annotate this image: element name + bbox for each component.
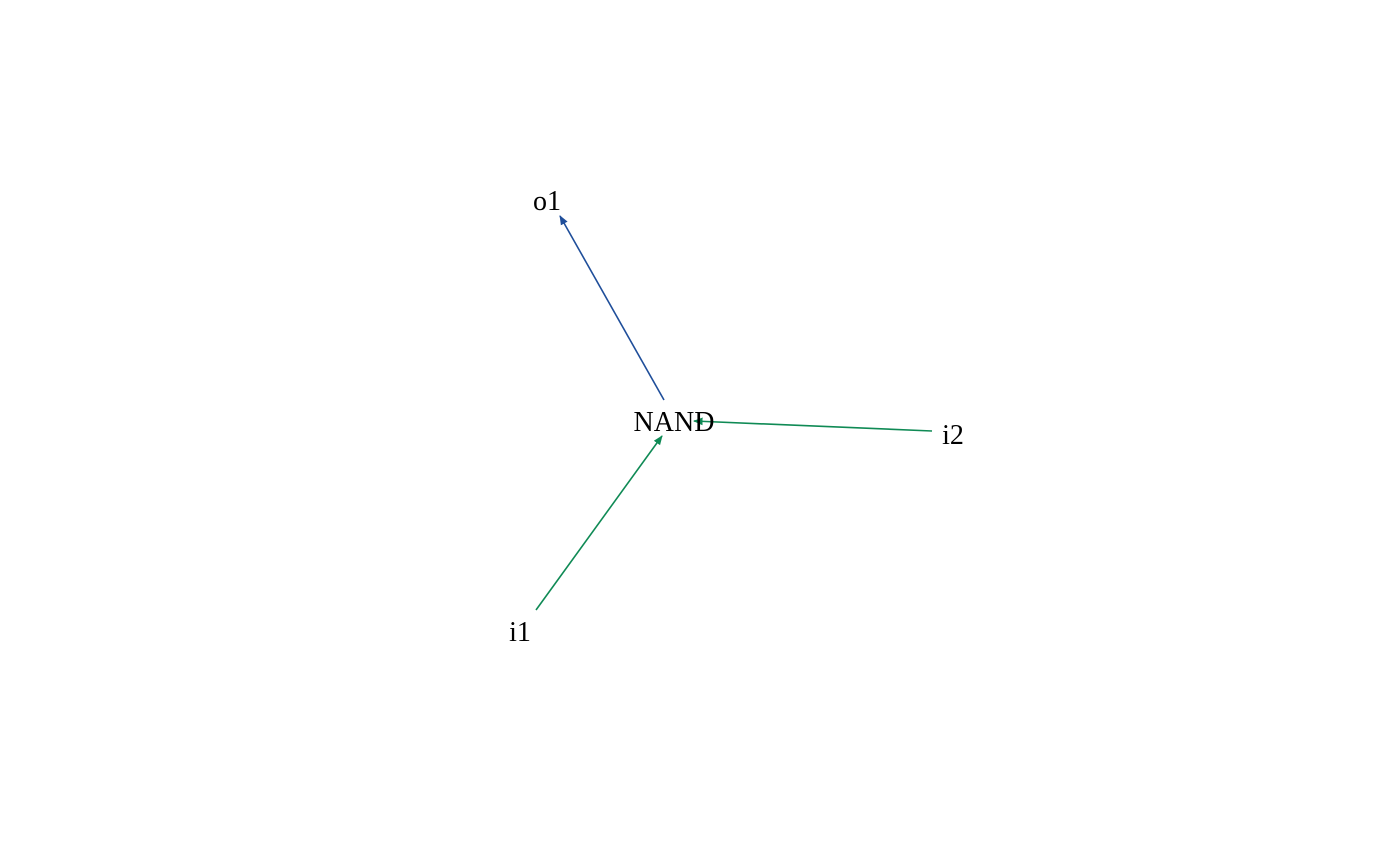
edge-nand-to-o1 [559, 215, 665, 401]
edge-i1-to-nand [535, 435, 663, 611]
node-label-i2: i2 [942, 420, 964, 451]
edge-i2-to-nand [693, 417, 933, 432]
node-label-i1: i1 [509, 617, 531, 648]
node-label-o1: o1 [533, 186, 561, 217]
node-label-nand: NAND [634, 407, 715, 438]
